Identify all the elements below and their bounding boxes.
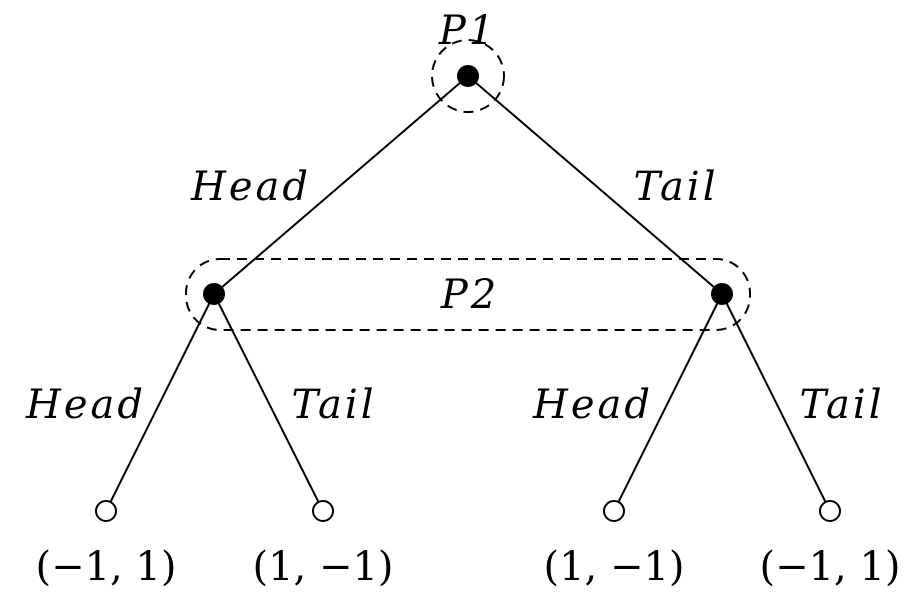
- edge-p2-left-tail: [213, 293, 324, 512]
- payoff-3: (1, −1): [543, 544, 684, 590]
- payoff-4: (−1, 1): [759, 544, 900, 590]
- p2-left-node: [203, 283, 225, 305]
- edge-p2-right-tail: [721, 293, 831, 512]
- payoff-2: (1, −1): [252, 544, 393, 590]
- terminal-node-1: [95, 500, 117, 522]
- edge-p2-right-head: [613, 293, 723, 512]
- p1-information-set: [431, 39, 505, 113]
- terminal-node-3: [603, 500, 625, 522]
- edge-p1-head: [213, 75, 469, 295]
- terminal-node-2: [312, 500, 334, 522]
- payoff-1: (−1, 1): [35, 544, 176, 590]
- edge-p1-tail: [467, 75, 723, 295]
- player-1-label: P1: [438, 8, 497, 54]
- terminal-node-4: [819, 500, 841, 522]
- action-label-p1-head: Head: [190, 164, 311, 210]
- action-label-p2-left-head: Head: [25, 382, 146, 428]
- action-label-p2-right-head: Head: [532, 382, 653, 428]
- edge-p2-left-head: [105, 293, 215, 512]
- action-label-p1-tail: Tail: [633, 164, 718, 210]
- action-label-p2-left-tail: Tail: [291, 382, 376, 428]
- player-2-label: P2: [440, 272, 499, 318]
- p1-root-node: [457, 65, 479, 87]
- p2-right-node: [711, 283, 733, 305]
- action-label-p2-right-tail: Tail: [799, 382, 884, 428]
- p2-information-set: [185, 258, 751, 331]
